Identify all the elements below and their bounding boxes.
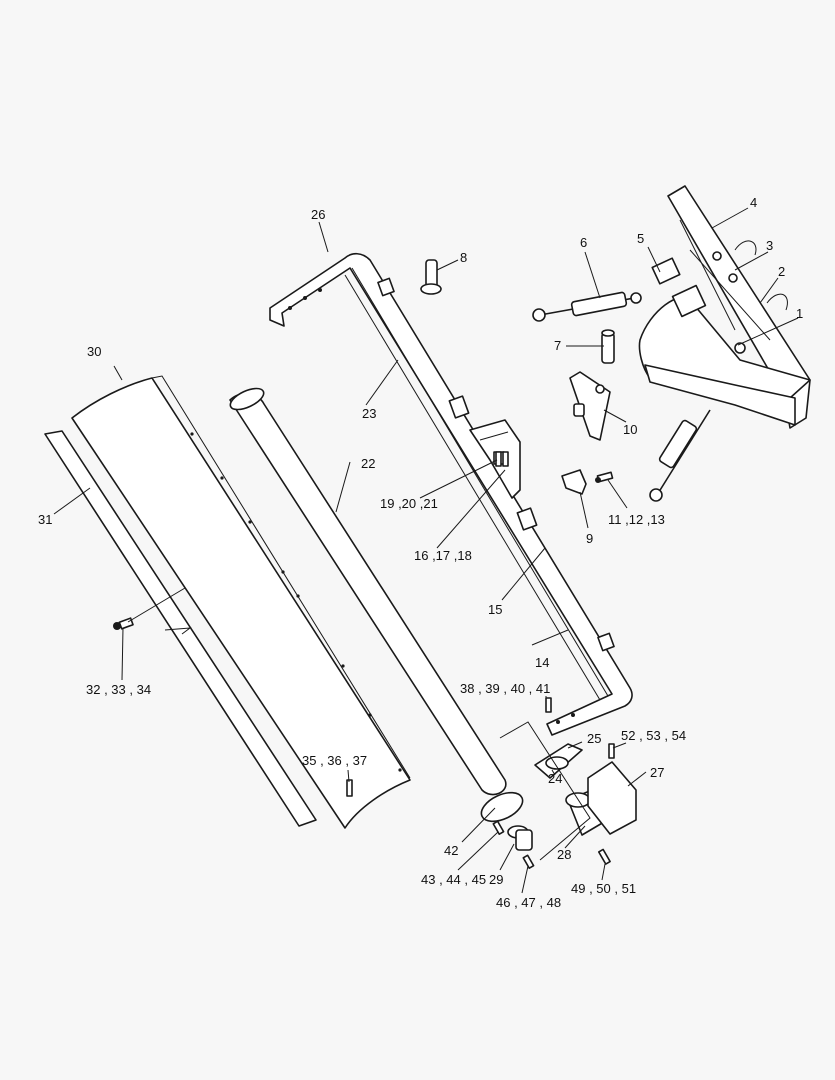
callout-2: 2 (778, 264, 785, 279)
callout-25: 25 (587, 731, 601, 746)
callout-15: 15 (488, 602, 502, 617)
callout-42: 42 (444, 843, 458, 858)
callout-49-51: 49 , 50 , 51 (571, 881, 636, 896)
part-8-pin (420, 259, 442, 295)
parts-46-48-bolt (522, 854, 535, 869)
callout-38-41: 38 , 39 , 40 , 41 (460, 681, 550, 696)
callout-6: 6 (580, 235, 587, 250)
group-bracket-24-29 (499, 721, 591, 861)
callout-22: 22 (361, 456, 375, 471)
parts-1-5-mounting-frame (638, 185, 811, 429)
callout-19-21: 19 ,20 ,21 (380, 496, 438, 511)
callout-3: 3 (766, 238, 773, 253)
callout-30: 30 (87, 344, 101, 359)
parts-11-13-bolt (595, 471, 614, 483)
callout-7: 7 (554, 338, 561, 353)
callout-10: 10 (623, 422, 637, 437)
parts-49-51-bolt (597, 848, 611, 865)
callout-31: 31 (38, 512, 52, 527)
callout-32-34: 32 , 33 , 34 (86, 682, 151, 697)
part-30-cover-panel (71, 375, 411, 829)
callout-23: 23 (362, 406, 376, 421)
callout-11-13: 11 ,12 ,13 (608, 512, 665, 527)
callout-28: 28 (557, 847, 571, 862)
callout-26: 26 (311, 207, 325, 222)
parts-38-41-bolt (545, 697, 552, 713)
parts-35-37-bolt (346, 779, 353, 797)
callout-9: 9 (586, 531, 593, 546)
part-10-bracket (569, 371, 611, 441)
callout-27: 27 (650, 765, 664, 780)
part-42-ring (480, 791, 524, 823)
parts-43-45-bolt (492, 820, 505, 835)
callout-24: 24 (548, 771, 562, 786)
part-6-cylinder (532, 291, 642, 322)
callout-16-18: 16 ,17 ,18 (414, 548, 472, 563)
callout-35-37: 35 , 36 , 37 (302, 753, 367, 768)
callout-43-45: 43 , 44 , 45 (421, 872, 486, 887)
callout-8: 8 (460, 250, 467, 265)
callout-4: 4 (750, 195, 757, 210)
parts-52-54-bolt (608, 743, 615, 759)
callout-5: 5 (637, 231, 644, 246)
part-27-housing (587, 761, 637, 835)
part-25-bearing-plate (534, 743, 583, 779)
part-29-stub-shaft (507, 825, 533, 851)
part-22-drum (229, 387, 507, 796)
hydraulic-cylinder-right (649, 409, 711, 502)
parts-19-21-bolts (495, 451, 509, 467)
part-23-main-beam (269, 252, 633, 736)
part-9-clip (561, 469, 587, 495)
leader-lines (53, 207, 799, 894)
callout-52-54: 52 , 53 , 54 (621, 728, 686, 743)
callout-46-48: 46 , 47 , 48 (496, 895, 561, 910)
part-7-pin (601, 329, 615, 364)
callout-29: 29 (489, 872, 503, 887)
callout-14: 14 (535, 655, 549, 670)
callout-1: 1 (796, 306, 803, 321)
